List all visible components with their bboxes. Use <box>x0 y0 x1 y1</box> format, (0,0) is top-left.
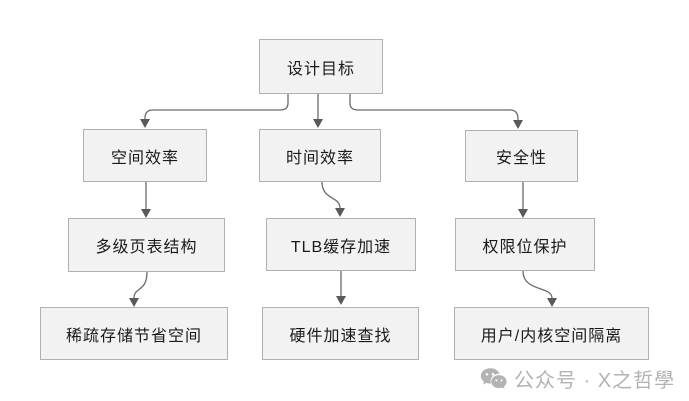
connector-perm-isolation <box>522 270 557 307</box>
node-time-efficiency: 时间效率 <box>259 129 381 182</box>
connector-multilevel-sparse <box>129 271 148 307</box>
node-user-kernel-isolation: 用户/内核空间隔离 <box>454 307 649 360</box>
connector-tlb-hardware <box>336 271 346 305</box>
node-multilevel-page-table: 多级页表结构 <box>68 218 225 272</box>
connector-root-space <box>140 94 289 128</box>
node-security: 安全性 <box>465 130 578 182</box>
node-hardware-lookup: 硬件加速查找 <box>262 307 419 360</box>
node-permission-bits: 权限位保护 <box>455 218 595 271</box>
node-design-goals: 设计目标 <box>259 39 383 94</box>
connector-root-security <box>349 94 523 129</box>
connector-security-perm <box>518 182 528 218</box>
node-space-efficiency: 空间效率 <box>83 129 207 182</box>
connector-time-tlb <box>321 181 345 217</box>
connector-space-multilevel <box>141 182 151 218</box>
watermark-text: 公众号 · X之哲學 <box>514 370 676 392</box>
node-tlb-cache: TLB缓存加速 <box>266 218 416 271</box>
connector-root-time <box>313 94 323 128</box>
wechat-icon <box>480 367 507 389</box>
watermark: 公众号 · X之哲學 <box>480 364 675 393</box>
node-sparse-storage: 稀疏存储节省空间 <box>40 307 228 360</box>
